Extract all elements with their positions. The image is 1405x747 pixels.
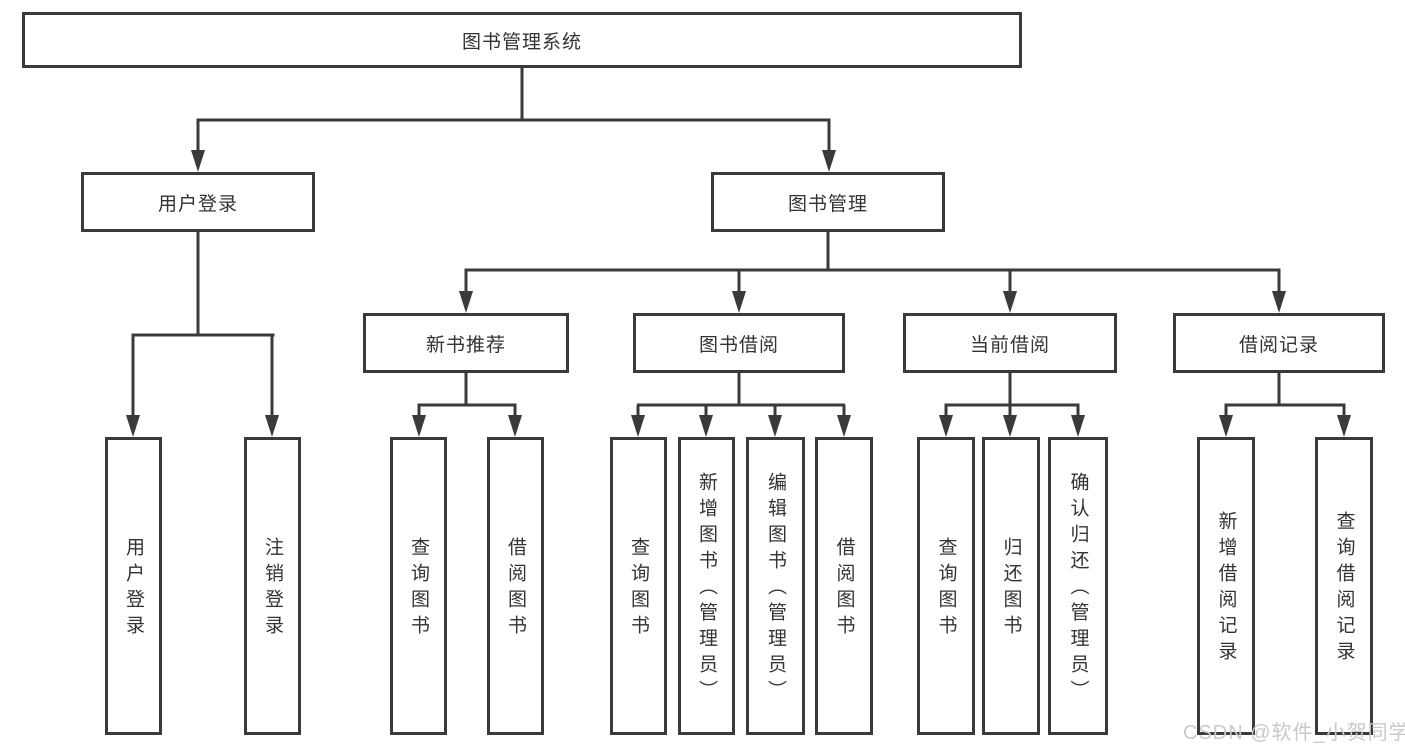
leaf-edit-book-admin: 编辑图书（管理员） <box>746 437 805 735</box>
leaf-query-books-3: 查询图书 <box>917 437 975 735</box>
node-user-login: 用户登录 <box>81 172 315 232</box>
leaf-add-book-admin: 新增图书（管理员） <box>678 437 735 735</box>
leaf-logout: 注销登录 <box>244 437 301 735</box>
leaf-query-books-2: 查询图书 <box>610 437 667 735</box>
leaf-return-book: 归还图书 <box>982 437 1040 735</box>
csdn-watermark: CSDN @软件_小贺同学 <box>1183 722 1405 744</box>
leaf-borrow-books-2: 借阅图书 <box>815 437 873 735</box>
leaf-confirm-return-admin: 确认归还（管理员） <box>1048 437 1108 735</box>
node-new-book-recommend: 新书推荐 <box>363 313 569 373</box>
node-current-borrow: 当前借阅 <box>903 313 1117 373</box>
node-library-management-system: 图书管理系统 <box>22 12 1022 68</box>
node-borrow-record: 借阅记录 <box>1173 313 1385 373</box>
leaf-user-login: 用户登录 <box>105 437 162 735</box>
node-book-borrow: 图书借阅 <box>633 313 845 373</box>
leaf-query-books-1: 查询图书 <box>390 437 447 735</box>
node-book-management: 图书管理 <box>711 172 945 232</box>
leaf-add-borrow-record: 新增借阅记录 <box>1197 437 1255 735</box>
leaf-borrow-books-1: 借阅图书 <box>487 437 544 735</box>
leaf-query-borrow-record: 查询借阅记录 <box>1315 437 1373 735</box>
